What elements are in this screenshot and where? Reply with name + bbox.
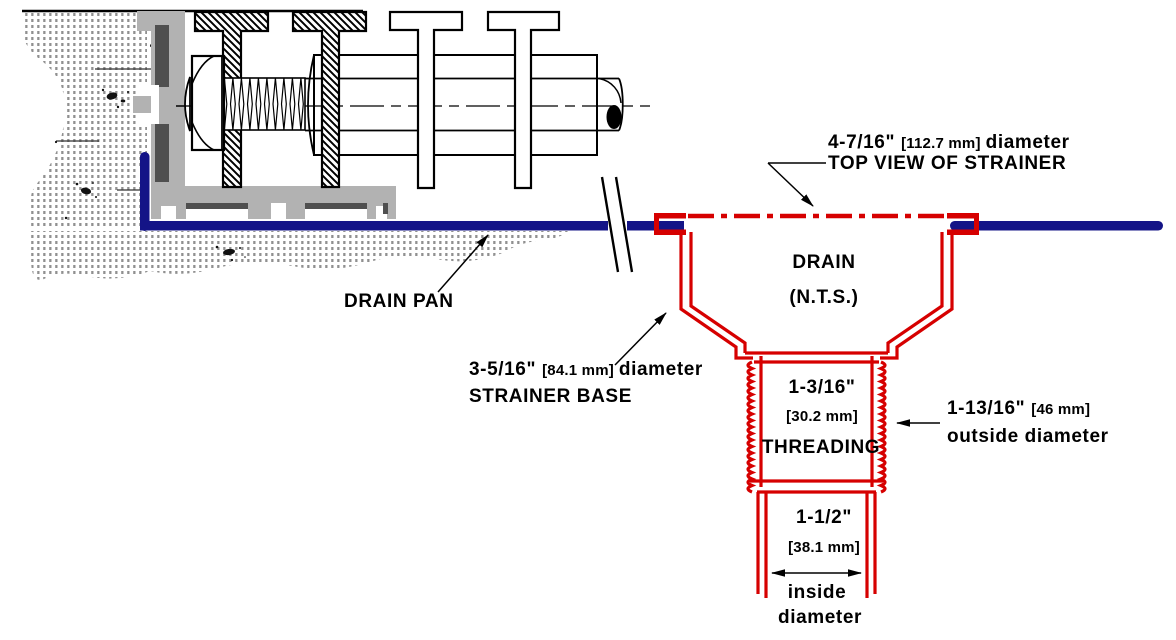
leader-strainer-base-arrow <box>614 312 667 366</box>
label-inside: inside <box>787 582 847 603</box>
label-strainer-base: STRAINER BASE <box>469 386 632 407</box>
top-view-dim-suffix: diameter <box>985 132 1070 153</box>
drain-fitting <box>654 213 979 598</box>
bolt <box>176 54 306 152</box>
crack-lines <box>56 68 152 191</box>
strainer-flanges <box>654 213 979 235</box>
label-strainer-base-dim: 3-5/16" [84.1 mm]diameter <box>469 360 703 380</box>
splatter-blobs <box>54 42 246 262</box>
rod-end <box>597 77 624 132</box>
label-top-view: TOP VIEW OF STRAINER <box>828 153 1067 174</box>
thread-profile-left <box>746 360 757 494</box>
label-top-view-dim: 4-7/16" [112.7 mm]diameter <box>828 133 1070 153</box>
label-inside-diameter-metric: [38.1 mm] <box>788 539 860 556</box>
label-drain-pan: DRAIN PAN <box>344 291 454 312</box>
bolt-thread <box>222 77 306 131</box>
strainer-base-dim-metric: [84.1 mm] <box>542 362 614 379</box>
bolt-hex-head <box>190 54 226 152</box>
label-diameter: diameter <box>777 607 863 628</box>
thread-profile-right <box>876 360 887 494</box>
strainer-base-dim-value: 3-5/16" <box>469 359 537 380</box>
top-view-dim-metric: [112.7 mm] <box>901 135 981 152</box>
leader-top-view-arrow <box>767 162 814 207</box>
strut-channel <box>151 186 396 219</box>
label-drain: DRAIN <box>792 252 856 273</box>
label-inside-diameter-dim: 1-1/2" <box>796 507 852 528</box>
leader-lines <box>437 162 940 577</box>
label-threading-metric: [30.2 mm] <box>786 408 858 425</box>
stipple-region <box>24 11 570 280</box>
t-posts <box>388 10 561 190</box>
label-threading-dim: 1-3/16" <box>788 377 856 398</box>
label-drain-nts: (N.T.S.) <box>789 287 859 308</box>
label-outside-diameter: outside diameter <box>947 426 1109 447</box>
bolt-washer <box>184 76 191 132</box>
label-threading: THREADING <box>761 437 881 458</box>
strainer-base-dim-suffix: diameter <box>618 359 703 380</box>
leader-drain-pan-arrow <box>437 234 489 293</box>
rod-assembly <box>305 54 598 156</box>
outside-diameter-dim-metric: [46 mm] <box>1031 401 1091 418</box>
top-view-dim-value: 4-7/16" <box>828 132 896 153</box>
drain-body-outline <box>679 232 954 598</box>
label-outside-diameter-dim: 1-13/16" [46 mm] <box>947 399 1095 419</box>
outside-diameter-dim-value: 1-13/16" <box>947 398 1026 419</box>
pipe-break-symbol <box>600 176 634 273</box>
